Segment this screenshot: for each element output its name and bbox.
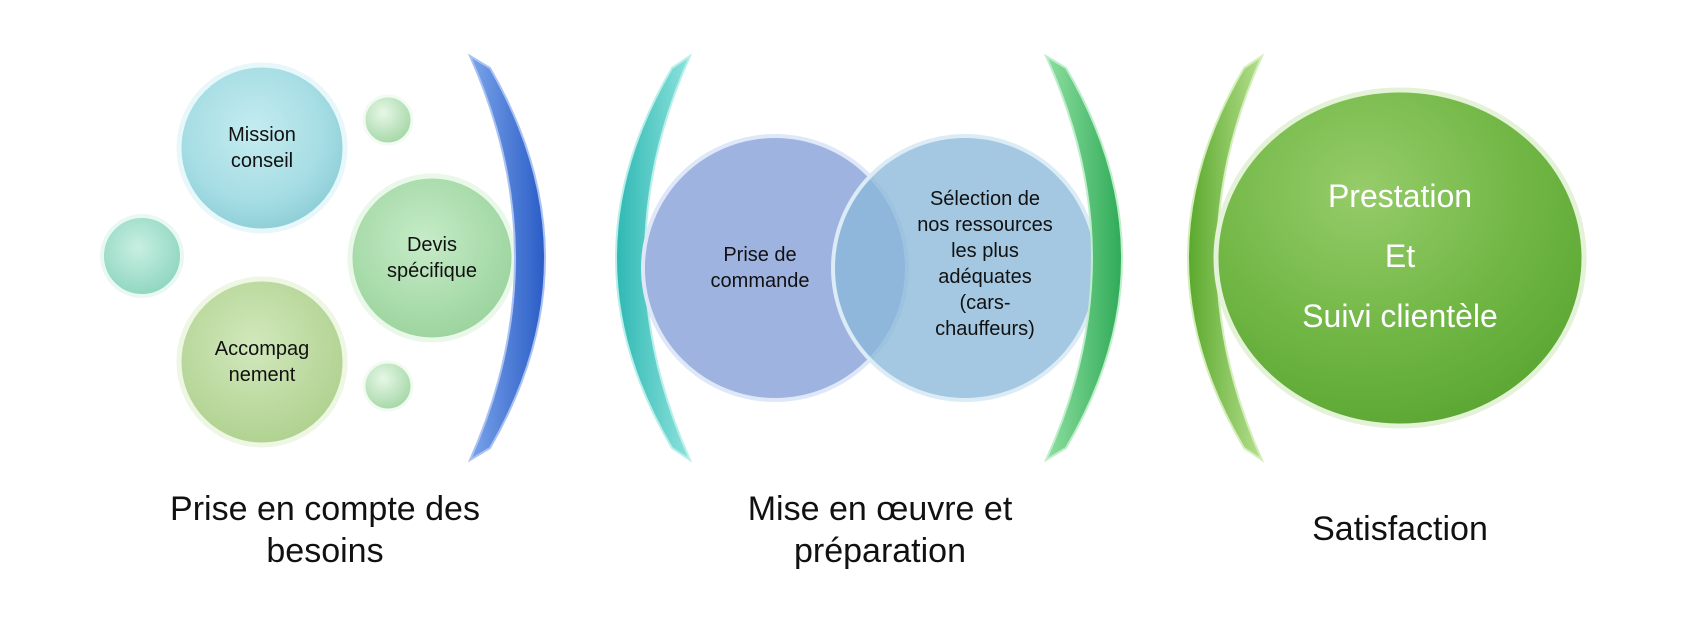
label-mission: Mission conseil [228, 124, 296, 172]
label-selection: Sélection de nos ressources les plus adé… [917, 188, 1053, 340]
bubble-small-bottom [362, 360, 414, 412]
satisfaction-ellipse [1213, 87, 1587, 429]
bubble-mission [176, 62, 348, 234]
bracket-lime [1187, 53, 1265, 463]
bracket-green [1043, 53, 1123, 463]
bubble-small-top [362, 94, 414, 146]
caption-preparation: Mise en œuvre et préparation [747, 490, 1013, 570]
bracket-cyan [615, 53, 693, 463]
caption-satisfaction: Satisfaction [1312, 510, 1488, 548]
caption-besoins: Prise en compte des besoins [170, 490, 480, 570]
label-prise-commande: Prise de commande [710, 244, 810, 292]
label-devis: Devis spécifique [386, 234, 478, 282]
label-prestation: Prestation Et Suivi clientèle [1302, 178, 1498, 334]
bubble-small-left [100, 214, 184, 298]
label-accomp: Accompag nement [214, 338, 310, 386]
bubble-accomp [176, 276, 348, 448]
bracket-blue [467, 53, 546, 463]
